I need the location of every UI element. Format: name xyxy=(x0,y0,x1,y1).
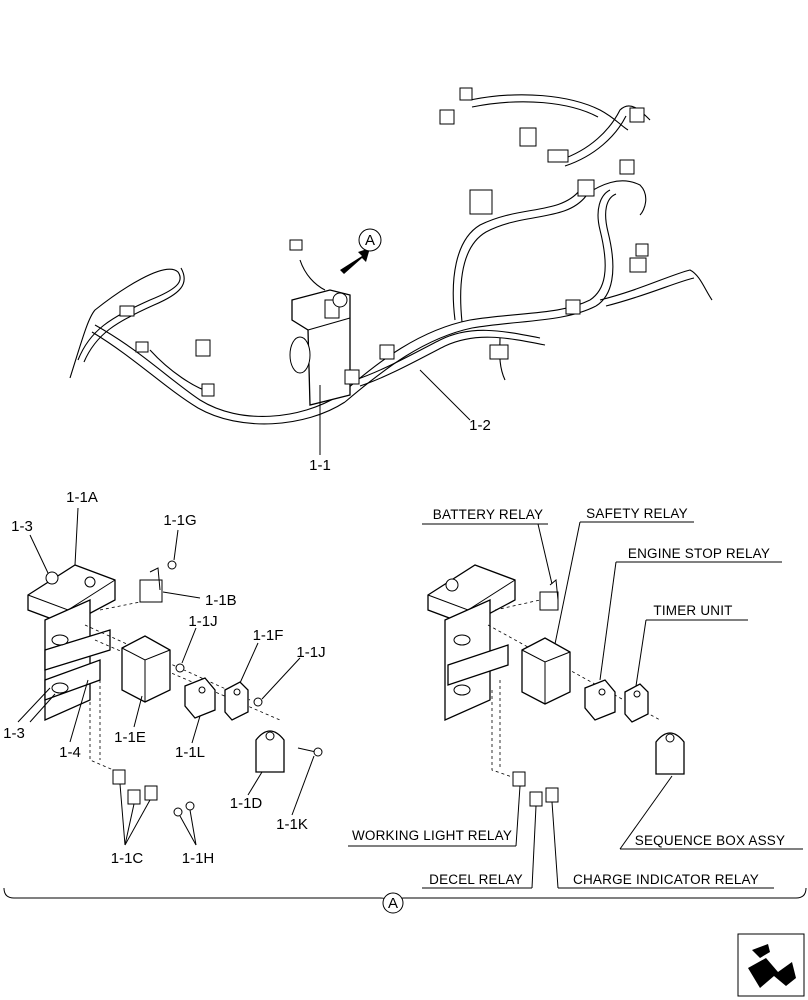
detail-brace xyxy=(3,887,807,906)
view-marker-top: A xyxy=(358,228,382,252)
label-decel-relay: DECEL RELAY xyxy=(429,872,523,887)
label-safety-relay: SAFETY RELAY xyxy=(586,506,688,521)
label-1-1: 1-1 xyxy=(309,457,331,474)
label-1-1K: 1-1K xyxy=(276,816,308,833)
label-working-light-relay: WORKING LIGHT RELAY xyxy=(352,828,512,843)
label-1-4: 1-4 xyxy=(59,744,81,761)
label-battery-relay: BATTERY RELAY xyxy=(433,507,543,522)
label-1-1G: 1-1G xyxy=(163,512,196,529)
label-1-1D: 1-1D xyxy=(230,795,263,812)
label-engine-stop-relay: ENGINE STOP RELAY xyxy=(628,546,770,561)
label-sequence-box-assy: SEQUENCE BOX ASSY xyxy=(635,833,785,848)
label-1-1A: 1-1A xyxy=(66,489,98,506)
wiring-harness-drawing xyxy=(69,87,713,455)
label-1-3-bottom: 1-3 xyxy=(3,725,25,742)
label-1-1C: 1-1C xyxy=(111,850,144,867)
label-1-3-top: 1-3 xyxy=(11,518,33,535)
label-1-1J-a: 1-1J xyxy=(188,613,217,630)
label-1-1J-b: 1-1J xyxy=(296,644,325,661)
view-marker-bottom: A xyxy=(382,892,404,914)
label-1-1F: 1-1F xyxy=(253,627,284,644)
label-1-1E: 1-1E xyxy=(114,729,146,746)
label-timer-unit: TIMER UNIT xyxy=(653,603,732,618)
label-1-1B: 1-1B xyxy=(205,592,237,609)
label-1-2: 1-2 xyxy=(469,417,491,434)
view-marker-top-label: A xyxy=(365,232,375,249)
exploded-bracket-drawing xyxy=(17,507,323,846)
label-1-1H: 1-1H xyxy=(182,850,215,867)
view-marker-bottom-label: A xyxy=(388,895,398,912)
relay-assembly-drawing xyxy=(348,521,803,889)
next-page-arrow-icon[interactable] xyxy=(737,933,805,997)
label-charge-indicator-relay: CHARGE INDICATOR RELAY xyxy=(573,872,759,887)
label-1-1L: 1-1L xyxy=(175,744,205,761)
